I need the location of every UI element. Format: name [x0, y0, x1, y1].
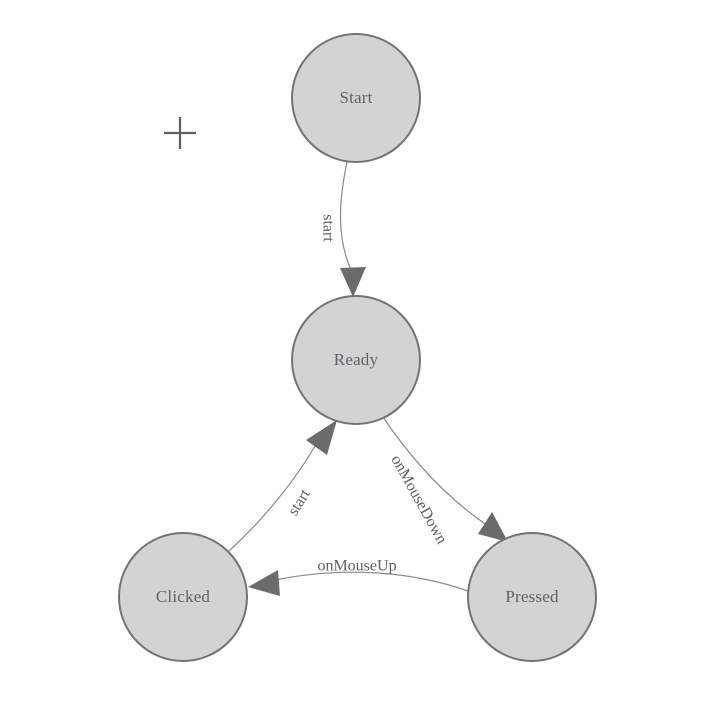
- edge-start-to-ready-path: [339, 161, 353, 273]
- edge-clicked-to-ready[interactable]: start: [227, 420, 337, 553]
- node-start-circle[interactable]: [291, 33, 421, 163]
- crosshair-icon: [164, 117, 196, 149]
- edge-start-to-ready[interactable]: start: [319, 161, 366, 297]
- node-ready-circle[interactable]: [291, 295, 421, 425]
- edge-ready-to-pressed[interactable]: onMouseDown: [382, 416, 508, 547]
- node-ready[interactable]: Ready: [291, 295, 421, 425]
- node-start-label: Start: [339, 88, 372, 107]
- node-start[interactable]: Start: [291, 33, 421, 163]
- edge-ready-to-pressed-arrowhead: [478, 512, 508, 542]
- edge-label-start-to-ready: start: [319, 214, 336, 242]
- edge-clicked-to-ready-arrowhead: [306, 420, 337, 455]
- node-clicked[interactable]: Clicked: [118, 532, 248, 662]
- edge-ready-to-pressed-path: [382, 416, 489, 527]
- node-pressed-label: Pressed: [505, 587, 559, 606]
- edge-start-to-ready-arrowhead: [340, 267, 366, 297]
- edge-pressed-to-clicked-path: [274, 571, 469, 592]
- edge-label-ready-to-pressed: onMouseDown: [387, 452, 450, 547]
- node-ready-label: Ready: [334, 350, 379, 369]
- node-pressed-circle[interactable]: [467, 532, 597, 662]
- edge-clicked-to-ready-path: [227, 440, 319, 553]
- node-pressed[interactable]: Pressed: [467, 532, 597, 662]
- edge-pressed-to-clicked[interactable]: onMouseUp: [248, 558, 469, 596]
- edge-label-pressed-to-clicked: onMouseUp: [317, 558, 396, 575]
- node-clicked-label: Clicked: [156, 587, 211, 606]
- node-clicked-circle[interactable]: [118, 532, 248, 662]
- edge-pressed-to-clicked-arrowhead: [248, 570, 280, 596]
- edge-label-clicked-to-ready: start: [285, 486, 314, 519]
